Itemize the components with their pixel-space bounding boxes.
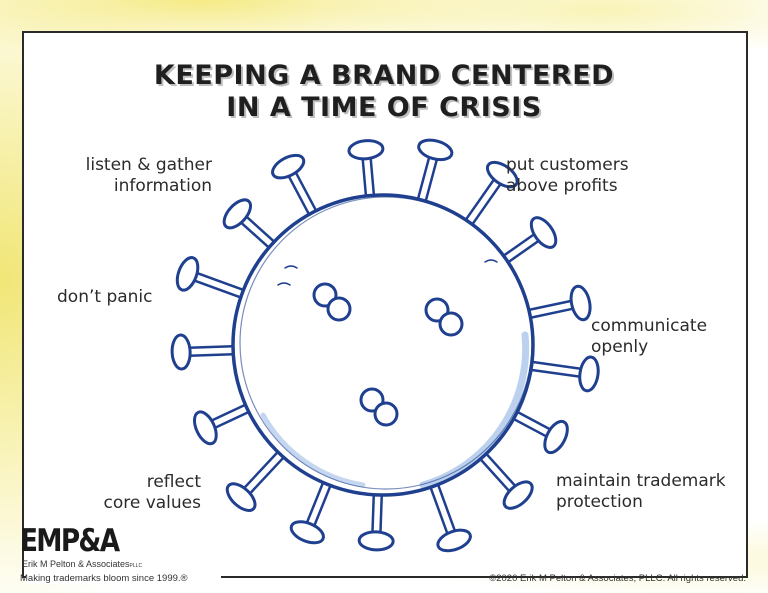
title-line-1: KEEPING A BRAND CENTERED xyxy=(153,60,615,91)
label-listen: listen & gather information xyxy=(85,155,212,196)
label-dont-panic: don’t panic xyxy=(57,287,153,307)
title-line-2: IN A TIME OF CRISIS xyxy=(226,92,542,123)
label-put-customers: put customers above profits xyxy=(506,155,629,196)
tagline: Making trademarks bloom since 1999.® xyxy=(20,573,188,584)
label-reflect: reflect core values xyxy=(103,472,201,513)
copyright-notice: ©2020 Erik M Pelton & Associates, PLLC. … xyxy=(489,573,746,584)
illustration-frame xyxy=(22,31,748,578)
company-name: Erik M Pelton & AssociatesPLLC xyxy=(22,559,143,569)
label-communicate: communicate openly xyxy=(591,316,708,357)
label-trademark: maintain trademark protection xyxy=(556,471,726,512)
company-logo: EMP&A xyxy=(20,523,120,559)
